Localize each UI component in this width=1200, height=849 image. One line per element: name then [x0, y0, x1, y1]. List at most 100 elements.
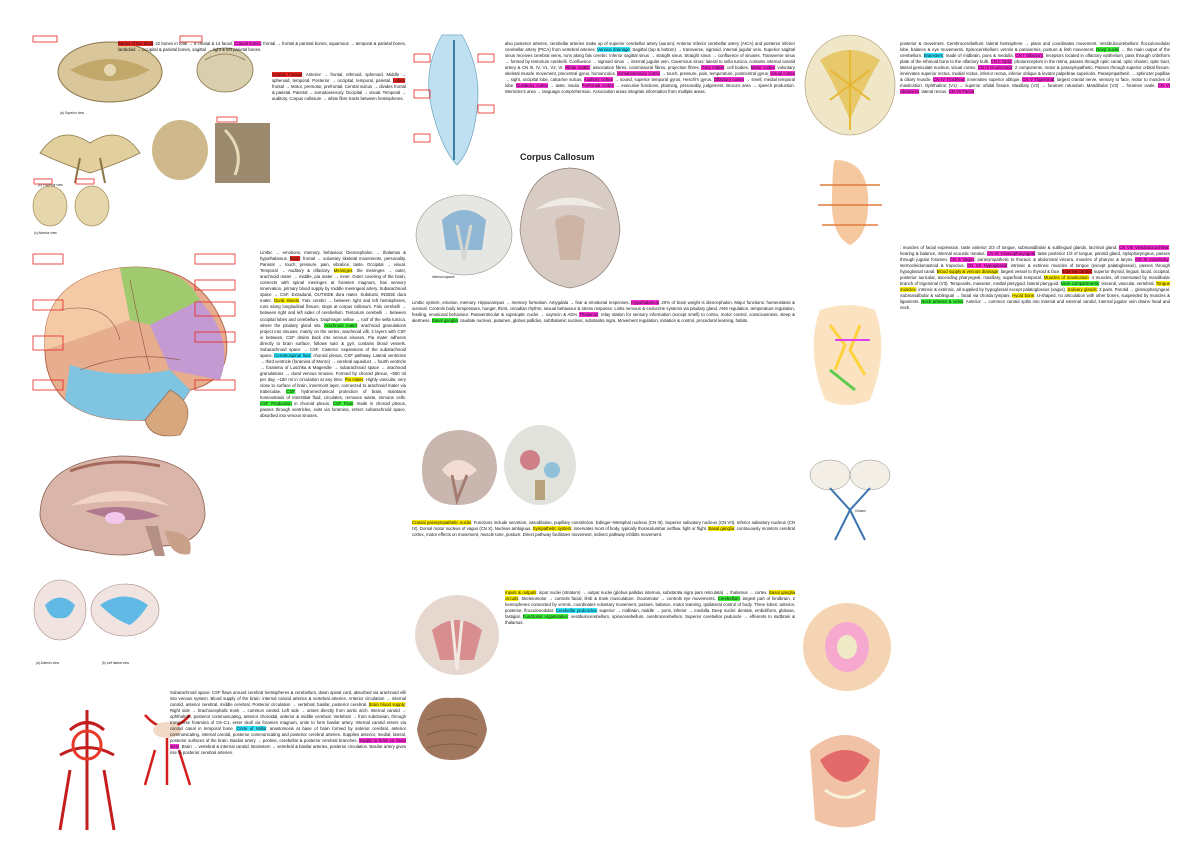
highlighted-term: Olfactory cortex [713, 77, 745, 83]
text-run: → taste, insula. [547, 83, 582, 89]
olfactory-cranial-nerves-diagram [800, 30, 900, 145]
eye-muscles-chiasm-diagram: Chiasm [800, 440, 900, 545]
highlighted-term: Salivary glands [1067, 287, 1097, 293]
paragraph: posterior & movement. Cerebrocerebellum:… [900, 41, 1170, 95]
highlighted-term: Grey matter [701, 65, 725, 71]
text-run: : receptors located in olfactory epithel… [900, 53, 1170, 65]
highlighted-term: Neck compartments [1060, 281, 1099, 287]
skull-superior-caption: (a) Superior view [60, 111, 85, 115]
highlighted-term: White matter [565, 65, 590, 71]
highlighted-term: Muscles of mastication [1043, 275, 1089, 281]
text-run: : anastomosis at base of brain formed by… [170, 726, 406, 744]
text-run: : cell bodies. [724, 65, 751, 71]
text-run: → touch, pressure, pain, temperature, po… [660, 71, 771, 77]
ventricles-anterior-caption: (a) Anterior view [36, 661, 60, 665]
text-run: : vestibulocerebellum, spinocerebellum, … [505, 614, 795, 626]
skull-superior-diagram: (a) Superior view [30, 30, 270, 120]
highlighted-term: Dural sheets [274, 298, 300, 304]
venous-sinuses-diagram [412, 30, 497, 170]
highlighted-term: CN III Oculomotor [977, 65, 1013, 71]
highlighted-term: Pia mater [344, 376, 364, 382]
text-skull-intro: Bones of the Skull: 22 bones in total → … [118, 41, 406, 71]
highlighted-term: CN VIII Vestibulocochlear [1118, 245, 1169, 250]
text-run: : hearing & balance, internal acoustic m… [900, 245, 1170, 257]
text-run: : frontal → voluntary skeletal movements… [260, 256, 406, 274]
text-run: : choroid plexus, CSF pathway. Lateral v… [260, 352, 406, 382]
head-neck-section-diagram [800, 600, 895, 695]
highlighted-term: Brainstem [923, 53, 944, 59]
text-run: . Falx cerebri → between right and left … [260, 298, 406, 328]
highlighted-term: Cranial bones [234, 41, 261, 46]
highlighted-term: CN I Olfactory [1015, 53, 1043, 59]
text-run: Subarachnoid space: CSF flows around cer… [170, 690, 406, 708]
text-run: : taste posterior 1/3 of tongue, parotid… [900, 251, 1170, 263]
highlighted-term: Basal ganglia [431, 318, 458, 324]
highlighted-term: Cranial Fossae [272, 72, 303, 77]
text-run: : muscles of facial expression, taste an… [900, 245, 1119, 250]
text-run: : Right side → brachiocephalic trunk → c… [170, 702, 406, 732]
highlighted-term: CN VII Facial [948, 89, 974, 95]
paragraph: Inputs & outputs: input nuclei (striatum… [505, 590, 795, 626]
text-run: : intrinsic & extrinsic, all supplied by… [915, 287, 1068, 293]
text-run: : arachnoid granulations project into si… [260, 322, 406, 358]
text-run: : sternocleidomastoid & trapezius. [900, 257, 1170, 269]
highlighted-term: Cerebrospinal fluid [274, 352, 311, 358]
text-run: : superior → midbrain, middle → pons, in… [505, 608, 795, 620]
text-parasympathetic: Cranial parasympathetic nuclei: Function… [412, 520, 795, 588]
text-run: : Skeletomotor → controls facial, limb &… [518, 596, 718, 602]
highlighted-term: CN X Vagus [949, 257, 975, 263]
paragraph: : muscles of facial expression, taste an… [900, 245, 1170, 312]
ventricles-lateral-caption: (b) Left lateral view [102, 661, 130, 665]
text-run: : largest vessel to thyroid & face. [998, 269, 1062, 275]
brainstem-limbic-diagram [412, 420, 502, 510]
highlighted-term: CSF [286, 389, 296, 395]
highlighted-term: Gustatory cortex [515, 83, 548, 89]
highlighted-term: Circle of Willis [236, 726, 267, 732]
highlighted-term: Motor cortex [750, 65, 775, 71]
text-run: : relay station for sensory information … [412, 312, 795, 324]
text-run: : frontal → frontal & parietal bones, sq… [118, 41, 406, 53]
text-run: → the main output of the cerebellum. [900, 47, 1170, 59]
highlighted-term: Functional organisation [522, 614, 568, 620]
text-run: → executive functions, planning, persona… [505, 83, 795, 95]
text-run: : hydromechanical protection of brain, m… [260, 389, 406, 401]
highlighted-term: Cerebellar peduncles [555, 608, 597, 614]
highlighted-term: Hyoid bone [1012, 293, 1035, 299]
circle-of-willis-diagram [40, 700, 135, 835]
text-run: : intrinsic & extrinsic muscles of tongu… [900, 263, 1170, 275]
highlighted-term: CN V Trigeminal [1022, 77, 1055, 83]
oral-cavity-diagram [800, 720, 890, 835]
text-run: also posterior arteries, cerebellar arte… [505, 41, 795, 53]
basal-ganglia-coronal-diagram [412, 590, 502, 680]
text-run: : 22 bones in total → 8 cranial & 14 fac… [152, 41, 235, 46]
highlighted-term: Cranial parasympathetic nuclei [412, 520, 472, 525]
basal-ganglia-diagram [500, 420, 580, 510]
paragraph: also posterior arteries, cerebellar arte… [505, 41, 795, 95]
highlighted-term: Visual cortex [770, 71, 795, 77]
text-run: → sound, superior temporal gyrus, Heschl… [612, 77, 714, 83]
highlighted-term: Cerebellum [717, 596, 740, 602]
text-run: : association fibres, commissural fibres… [589, 65, 702, 71]
highlighted-term: Venous drainage [597, 47, 630, 53]
highlighted-term: Somatosensory cortex [617, 71, 660, 77]
cranial-nerves-colored-diagram [800, 300, 895, 410]
chiasm-caption: Chiasm [855, 509, 866, 513]
highlighted-term: Neck arteries & veins [921, 299, 964, 305]
highlighted-term: Hypothalamus [631, 300, 659, 305]
text-run: : Sagittal (top & bottom) → transverse, … [505, 47, 795, 71]
text-cranial-nerves: posterior & movement. Cerebrocerebellum:… [900, 41, 1170, 241]
paragraph: Subarachnoid space: CSF flows around cer… [170, 690, 406, 757]
text-run: → smell, medial temporal lobe. [505, 77, 795, 89]
highlighted-term: Lobes [393, 78, 405, 84]
text-run: → sight, occipital lobe, calcarine sulcu… [505, 77, 584, 83]
highlighted-term: CN IV Trochlear [933, 77, 965, 83]
paragraph: Cranial Fossae: Anterior → frontal, ethm… [272, 72, 406, 102]
text-run: : parasympathetic to thoracic & abdomina… [974, 257, 1136, 263]
text-head-neck: : muscles of facial expression, taste an… [900, 245, 1170, 835]
text-run: Limbic → emotions, memory, behaviour. Di… [260, 250, 406, 262]
highlighted-term: Blood supply & venous drainage [936, 269, 999, 275]
brain-midsagittal-diagram [30, 446, 215, 566]
text-run: : Anterior → common carotid splits into … [900, 299, 1170, 311]
highlighted-term: CSF Flow [332, 401, 353, 407]
